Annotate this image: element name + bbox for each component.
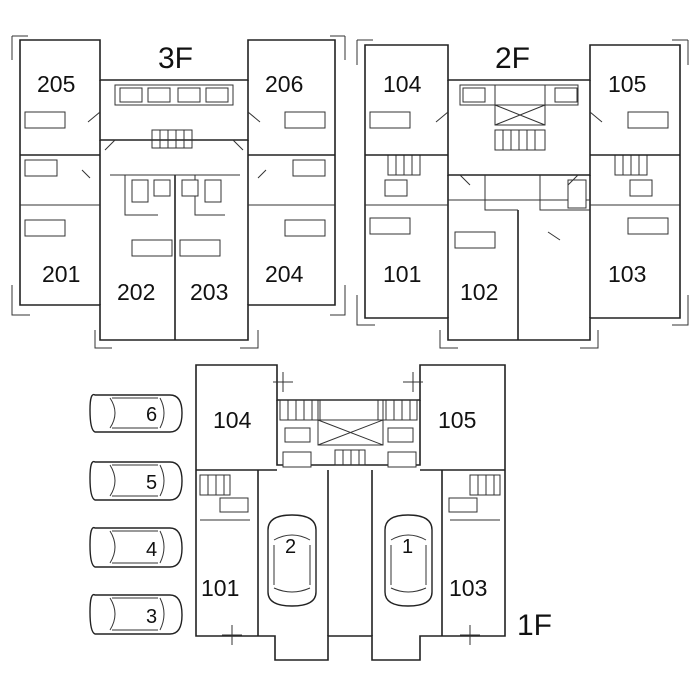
- parking-space-label-4: 4: [146, 539, 157, 561]
- room-102-2f: 102: [460, 279, 498, 305]
- garage-space-label-1: 1: [402, 536, 413, 558]
- room-105-2f: 105: [608, 71, 646, 97]
- parking-space-label-6: 6: [146, 404, 157, 426]
- floor-2f: 2F 104 105 101 102 103: [356, 39, 689, 349]
- room-202: 202: [117, 279, 155, 305]
- room-203: 203: [190, 279, 228, 305]
- room-101-2f: 101: [383, 261, 421, 287]
- parking-space-label-3: 3: [146, 606, 157, 628]
- room-104-1f: 104: [213, 407, 252, 433]
- room-204: 204: [265, 261, 304, 287]
- garage-space-label-2: 2: [285, 536, 296, 558]
- parking-space-3: 3: [89, 593, 183, 635]
- floor-label-1f: 1F: [517, 609, 552, 642]
- parking-space-label-5: 5: [146, 472, 157, 494]
- room-201: 201: [42, 261, 80, 287]
- room-101-1f: 101: [201, 575, 239, 601]
- garage-space-2: 2: [267, 514, 317, 607]
- room-105-1f: 105: [438, 407, 476, 433]
- parking-space-5: 5: [89, 460, 183, 501]
- room-104-2f: 104: [383, 71, 422, 97]
- floor-label-2f: 2F: [495, 42, 530, 75]
- room-103-2f: 103: [608, 261, 646, 287]
- floor-label-3f: 3F: [158, 42, 193, 75]
- room-103-1f: 103: [449, 575, 487, 601]
- floor-3f: 3F 205 206 201 202 203 204: [11, 35, 346, 349]
- parking-space-6: 6: [89, 393, 183, 433]
- parking-lot: 6 5 4 3: [89, 393, 183, 635]
- garage-space-1: 1: [384, 514, 433, 607]
- room-206: 206: [265, 71, 303, 97]
- room-205: 205: [37, 71, 75, 97]
- parking-space-4: 4: [89, 526, 183, 568]
- floor-1f: 1F 104 105 101 103 2 1: [195, 364, 552, 661]
